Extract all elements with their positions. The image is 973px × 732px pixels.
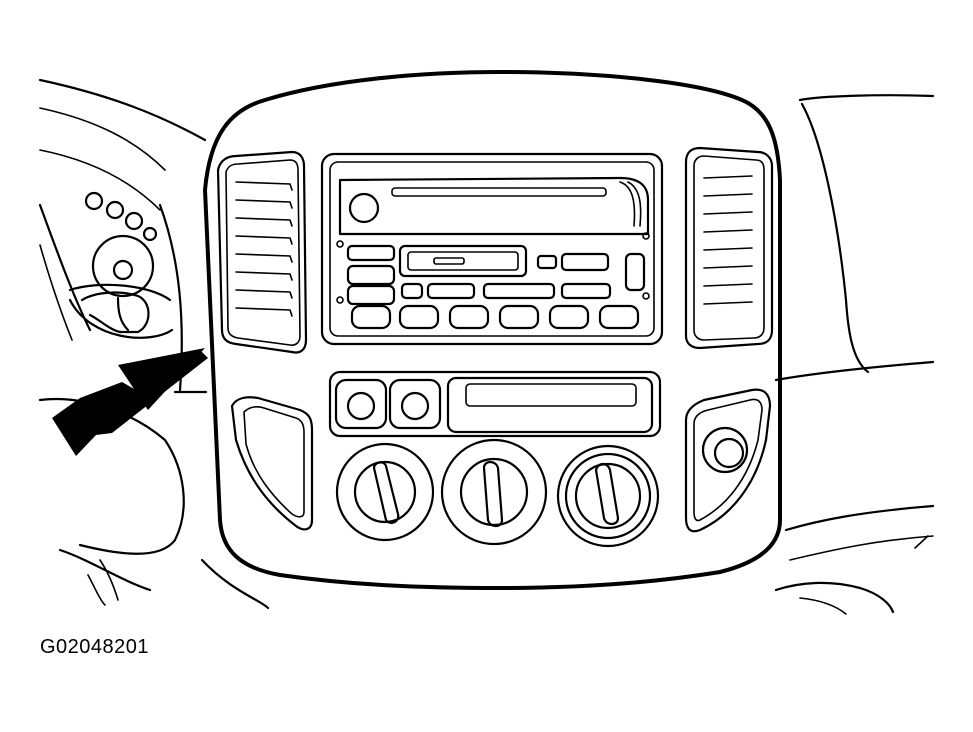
mode-knob (556, 444, 660, 548)
arrow-icon (52, 348, 208, 456)
center-bezel (200, 70, 782, 610)
switch-and-display-panel (328, 370, 662, 438)
instrument-cluster-area (38, 78, 207, 606)
right-lower-pocket (684, 388, 772, 533)
temperature-knob (440, 438, 548, 546)
preset-buttons (350, 304, 640, 330)
right-air-vent (684, 146, 774, 350)
left-lower-pocket (230, 396, 314, 531)
power-outlet-icon (701, 426, 749, 474)
left-air-vent (216, 150, 308, 354)
fan-speed-knob (335, 442, 435, 542)
climate-control-knobs (335, 438, 660, 548)
radio-cassette-unit (320, 152, 664, 346)
passenger-dash-area (173, 94, 935, 615)
figure-id-label: G02048201 (40, 636, 150, 658)
